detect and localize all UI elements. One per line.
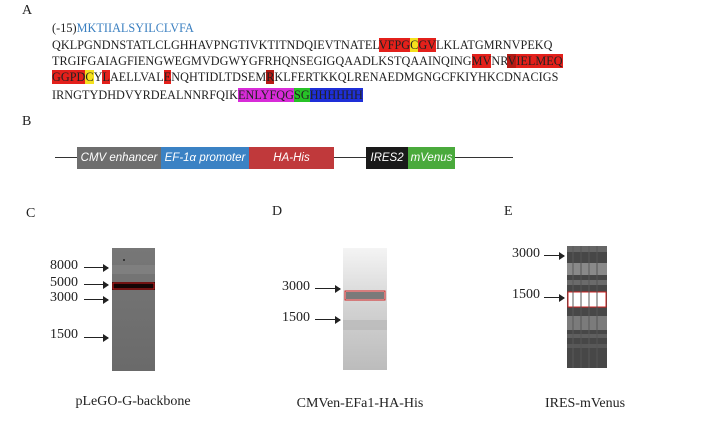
numbering: (-15) [52, 21, 77, 35]
sequence-line-2: QKLPGNDNSTATLCLGHHAVPNGTIVKTITNDQIEVTNAT… [52, 37, 553, 53]
sequence-line-5: IRNGTYDHDVYRDEALNNRFQIKENLYFQGSGHHHHHH [52, 87, 363, 103]
marker-arrow [544, 251, 565, 260]
highlighted-residues-red: L [102, 70, 110, 84]
highlighted-residues-red: IELMEQ [516, 54, 563, 68]
sequence-text: KLFERTKKQLRENAEDMGNGCFKIYHKCDNACIGS [274, 70, 559, 84]
highlighted-residues-darkred: V [507, 54, 517, 68]
panel-label-a: A [22, 3, 33, 18]
marker-3000: 3000 [282, 279, 310, 294]
gel-image-c [112, 248, 155, 371]
sequence-text: Y [93, 70, 103, 84]
highlighted-residues-red: VFPG [378, 38, 411, 52]
marker-3000: 3000 [50, 290, 78, 305]
marker-5000: 5000 [50, 275, 78, 290]
gel-image-d [343, 248, 387, 370]
marker-arrow [84, 333, 109, 342]
sequence-line-4: GGPDCYLAELLVALENQHTIDLTDSEMRKLFERTKKQLRE… [52, 69, 558, 85]
highlighted-residues-green: SG [294, 88, 310, 102]
sequence-text: QKLPGNDNSTATLCLGHHAVPNGTIVKTITNDQIEVTNAT… [52, 38, 379, 52]
caption-c: pLeGO-G-backbone [75, 394, 191, 409]
segment-ires2: IRES2 [366, 147, 408, 169]
caption-e: IRES-mVenus [544, 396, 626, 411]
sequence-text: NQHTIDLTDSEM [171, 70, 267, 84]
segment-cmv-enhancer: CMV enhancer [77, 147, 161, 169]
highlighted-residues-yellow: C [85, 70, 94, 84]
sequence-line-3: TRGIFGAIAGFIENGWEGMVDGWYGFRHQNSEGIGQAADL… [52, 53, 563, 69]
highlighted-residues-darkred: R [266, 70, 275, 84]
segment-ha-his: HA-His [249, 147, 334, 169]
highlighted-residues-blue: HHHHHH [309, 88, 363, 102]
sequence-text: LKLATGMRNVPEKQ [436, 38, 553, 52]
sequence-text: IRNGTYDHDVYRDEALNNRFQIK [52, 88, 238, 102]
marker-arrow [315, 284, 341, 293]
marker-1500: 1500 [282, 310, 310, 325]
segment-ef1a-promoter: EF-1α promoter [161, 147, 249, 169]
sequence-line-1: (-15)MKTIIALSYILCLVFA [52, 20, 194, 36]
caption-d: CMVen-EFa1-HA-His [296, 396, 424, 411]
marker-arrow [544, 293, 565, 302]
sequence-text: TRGIFGAIAGFIENGWEGMVDGWYGFRHQNSEGIGQAADL… [52, 54, 472, 68]
panel-label-c: C [26, 206, 36, 221]
marker-3000: 3000 [512, 246, 540, 261]
marker-arrow [84, 263, 109, 272]
signal-peptide: MKTIIALSYILCLVFA [76, 21, 194, 35]
marker-1500: 1500 [50, 327, 78, 342]
marker-arrow [315, 315, 341, 324]
segment-mvenus: mVenus [408, 147, 455, 169]
sequence-text: NR [491, 54, 508, 68]
marker-arrow [84, 280, 109, 289]
panel-label-d: D [272, 204, 283, 219]
highlighted-residues-red: GGPD [52, 70, 86, 84]
gel-image-e [567, 246, 607, 368]
sequence-text: AELLVAL [109, 70, 164, 84]
highlighted-residues-red: E [163, 70, 172, 84]
panel-label-b: B [22, 114, 32, 129]
highlighted-residues-red: GV [418, 38, 437, 52]
marker-arrow [84, 295, 109, 304]
panel-label-e: E [504, 204, 513, 219]
highlighted-residues-red: MV [471, 54, 492, 68]
marker-1500: 1500 [512, 287, 540, 302]
highlighted-residues-yellow: C [410, 38, 419, 52]
highlighted-residues-magenta: ENLYFQG [238, 88, 295, 102]
marker-8000: 8000 [50, 258, 78, 273]
